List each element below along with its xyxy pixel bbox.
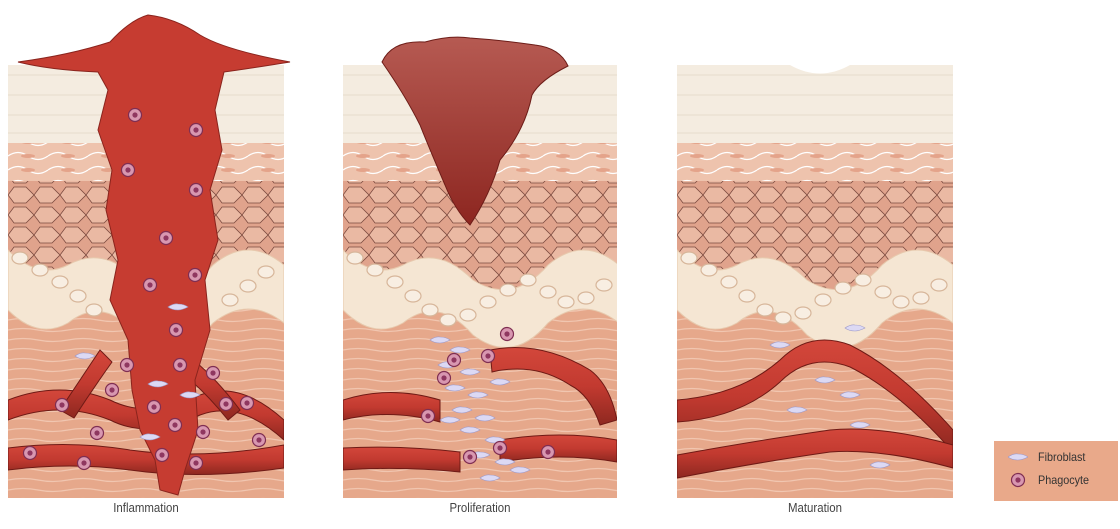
legend-row-phagocyte: Phagocyte: [994, 470, 1118, 492]
legend-row-fibroblast: Fibroblast: [994, 447, 1118, 469]
fibroblast-icon: [1008, 451, 1028, 463]
panel-proliferation: [343, 37, 619, 498]
legend: Fibroblast Phagocyte: [994, 441, 1118, 501]
label-inflammation: Inflammation: [23, 500, 269, 515]
panel-maturation: [677, 60, 953, 498]
label-maturation: Maturation: [692, 500, 938, 515]
label-proliferation: Proliferation: [357, 500, 603, 515]
legend-label-phagocyte: Phagocyte: [1038, 473, 1089, 487]
phagocyte-icon: [1010, 472, 1026, 488]
panel-inflammation: [8, 15, 290, 498]
legend-label-fibroblast: Fibroblast: [1038, 450, 1085, 464]
